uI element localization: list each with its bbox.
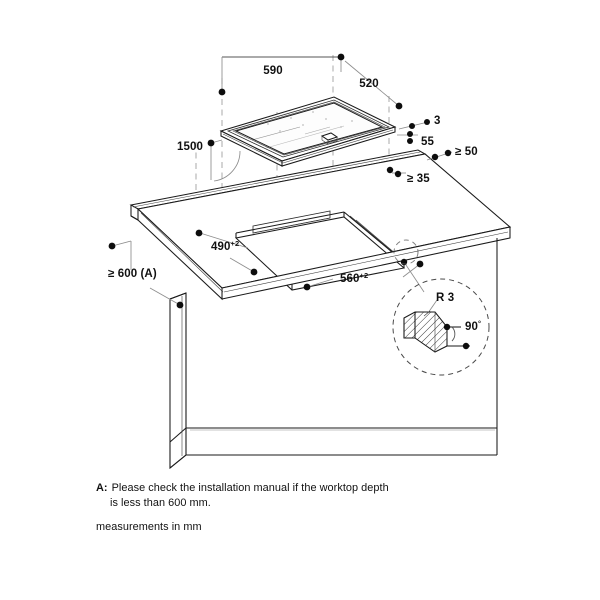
- dim-appliance-height: 55: [421, 136, 434, 148]
- dim-side-clearance: ≥ 35: [407, 173, 430, 185]
- dim-cutout-depth: 490+2: [211, 239, 239, 254]
- dim-corner-radius: R 3: [436, 292, 454, 304]
- cooktop-control-knob: [320, 132, 339, 145]
- dim-appliance-depth: 520: [359, 78, 379, 90]
- dim-cut-angle: 90°: [465, 319, 481, 334]
- dim-cutout-width: 560+2: [340, 271, 368, 286]
- dimension-leaders: [108, 53, 453, 309]
- dim-cutout-width-value: 560: [340, 273, 360, 285]
- dim-appliance-width: 590: [263, 65, 283, 77]
- footnote-line2: is less than 600 mm.: [110, 496, 211, 509]
- dim-clearance-height: 1500: [177, 141, 203, 153]
- dim-worktop-depth-min: ≥ 600 (A): [108, 268, 157, 280]
- dimension-labels: 590 520 1500 3 55 ≥ 50 ≥ 35 ≥ 600 (A) 49…: [108, 65, 481, 333]
- dim-cut-angle-unit: °: [478, 319, 481, 328]
- footnote-primary: A:Please check the installation manual i…: [96, 481, 516, 496]
- dim-rear-clearance: ≥ 50: [455, 146, 478, 158]
- footnote-line2-wrap: is less than 600 mm.: [96, 496, 516, 511]
- dim-cutout-depth-value: 490: [211, 241, 231, 253]
- dim-cutout-width-tolerance: +2: [360, 271, 369, 280]
- corner-detail-callout: [392, 239, 490, 376]
- units-note: measurements in mm: [96, 521, 202, 533]
- footnote-marker: A:: [96, 482, 108, 494]
- footnote-block: A:Please check the installation manual i…: [96, 481, 516, 510]
- dim-cutout-depth-tolerance: +2: [231, 239, 240, 248]
- base-cabinet: [169, 238, 498, 470]
- dim-frame-thickness: 3: [434, 115, 441, 127]
- footnote-line1: Please check the installation manual if …: [111, 482, 389, 494]
- cooktop-appliance: [219, 96, 397, 167]
- worktop-surface: [129, 149, 512, 301]
- dim-cut-angle-value: 90: [465, 321, 478, 333]
